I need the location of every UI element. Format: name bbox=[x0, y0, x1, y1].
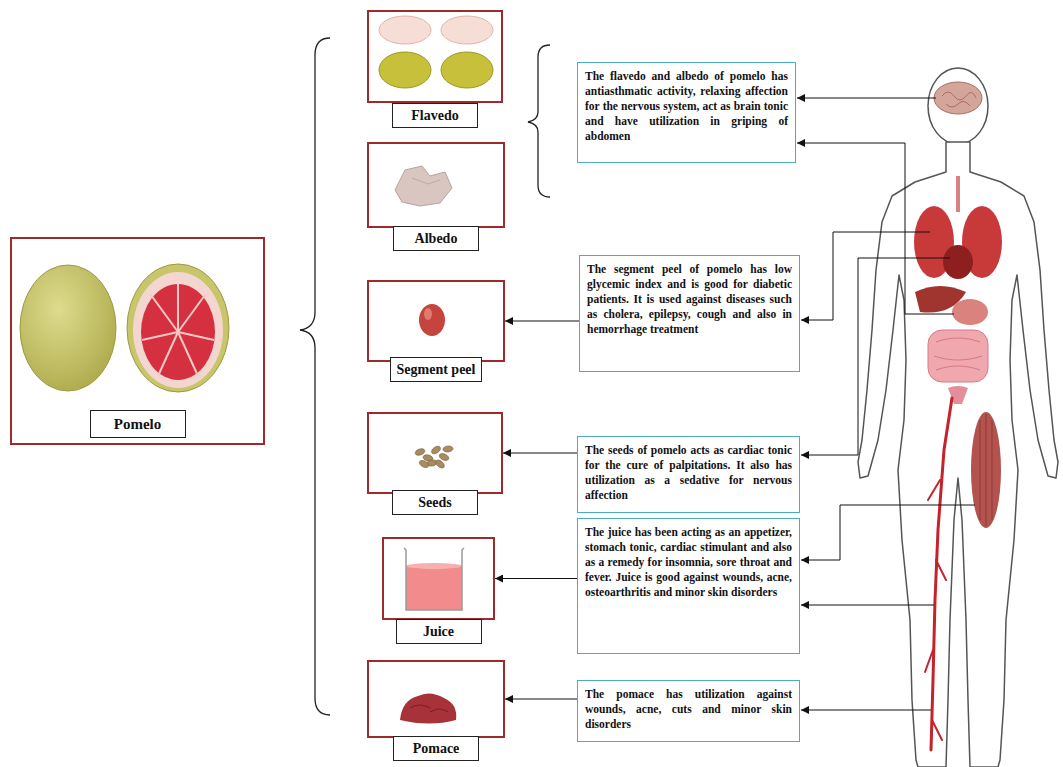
description-text: The flavedo and albedo of pomelo has ant… bbox=[585, 69, 788, 144]
pomelo-photo bbox=[178, 332, 214, 340]
seeds-photo bbox=[414, 445, 453, 470]
connector-arrow bbox=[505, 321, 579, 322]
thigh-muscle bbox=[971, 412, 1001, 528]
intestines bbox=[928, 330, 988, 382]
albedo-photo bbox=[395, 166, 452, 206]
pomace-photo bbox=[400, 693, 456, 723]
flavedo-photo bbox=[379, 52, 431, 88]
leader-line bbox=[797, 98, 975, 710]
pomelo-photo bbox=[133, 272, 223, 388]
seeds-photo bbox=[434, 458, 446, 469]
flavedo-photo bbox=[441, 52, 493, 88]
pomelo-photo bbox=[178, 332, 198, 376]
part-label: Segment peel bbox=[390, 357, 483, 382]
thigh-muscle bbox=[971, 412, 1001, 528]
connector-arrow bbox=[503, 453, 577, 454]
heart bbox=[943, 245, 973, 279]
description-box: The flavedo and albedo of pomelo has ant… bbox=[577, 62, 796, 163]
connector-arrow bbox=[495, 578, 577, 579]
flavedo-photo bbox=[441, 16, 493, 44]
description-box: The seeds of pomelo acts as cardiac toni… bbox=[577, 436, 800, 513]
part-label: Albedo bbox=[393, 226, 479, 251]
part-label: Pomelo bbox=[90, 410, 186, 438]
part-label: Juice bbox=[396, 619, 482, 644]
pomelo-photo bbox=[142, 332, 178, 340]
pomelo-photo bbox=[141, 284, 215, 380]
photo-frame: Pomelo bbox=[10, 237, 265, 445]
juice-photo bbox=[404, 548, 464, 610]
leader-line bbox=[801, 258, 950, 455]
description-text: The pomace has utilization against wound… bbox=[585, 687, 792, 732]
description-text: The seeds of pomelo acts as cardiac toni… bbox=[585, 443, 792, 503]
intestines bbox=[934, 338, 982, 370]
seeds-photo bbox=[443, 446, 453, 453]
lungs bbox=[956, 176, 960, 212]
part-label: Flavedo bbox=[392, 103, 478, 128]
brain bbox=[942, 92, 976, 107]
thigh-muscle bbox=[980, 414, 992, 526]
brain bbox=[934, 82, 982, 114]
human-body bbox=[928, 68, 988, 144]
description-text: The juice has been acting as an appetize… bbox=[585, 525, 792, 600]
photo-frame: Seeds bbox=[367, 412, 503, 494]
curly-bracket bbox=[300, 38, 330, 715]
segment-peel-photo bbox=[424, 308, 432, 320]
photo-frame: Albedo bbox=[367, 142, 505, 228]
brain bbox=[934, 82, 982, 114]
human-body bbox=[858, 68, 1058, 767]
leader-line bbox=[801, 505, 975, 560]
albedo-photo bbox=[395, 166, 452, 206]
part-label: Pomace bbox=[393, 736, 479, 761]
flavedo-photo bbox=[379, 16, 431, 44]
leader-line bbox=[797, 98, 936, 99]
leader-line bbox=[797, 143, 954, 314]
intestines bbox=[928, 330, 988, 382]
photo-frame: Flavedo bbox=[367, 10, 503, 103]
blood-vessels bbox=[925, 398, 952, 750]
blood-vessels bbox=[931, 398, 952, 750]
part-label: Seeds bbox=[392, 490, 478, 515]
photo-frame: Pomace bbox=[367, 660, 505, 738]
seeds-photo bbox=[418, 459, 430, 469]
lungs bbox=[914, 176, 1002, 278]
pomelo-photo bbox=[178, 295, 205, 332]
pomace-photo bbox=[400, 693, 456, 723]
description-box: The juice has been acting as an appetize… bbox=[577, 518, 800, 654]
juice-photo bbox=[406, 566, 462, 610]
description-text: The segment peel of pomelo has low glyce… bbox=[587, 262, 792, 337]
pomelo-photo bbox=[127, 264, 229, 392]
juice-photo bbox=[406, 563, 462, 569]
description-box: The pomace has utilization against wound… bbox=[577, 680, 800, 742]
stomach bbox=[952, 299, 988, 325]
leader-line bbox=[801, 232, 930, 320]
connector-arrow bbox=[505, 699, 577, 700]
description-box: The segment peel of pomelo has low glyce… bbox=[579, 255, 800, 372]
pomelo-photo bbox=[20, 265, 116, 391]
flavedo-photo bbox=[379, 16, 493, 88]
curly-bracket bbox=[300, 38, 330, 715]
stomach bbox=[952, 299, 988, 325]
pomelo-photo bbox=[151, 295, 178, 332]
albedo-photo bbox=[412, 178, 440, 184]
segment-peel-photo bbox=[419, 304, 445, 336]
pomelo-photo bbox=[20, 264, 229, 392]
juice-photo bbox=[404, 548, 464, 610]
pomelo-photo bbox=[158, 332, 178, 376]
leader-line bbox=[801, 710, 931, 711]
photo-frame: Segment peel bbox=[367, 280, 505, 362]
curly-bracket bbox=[528, 45, 550, 197]
pomelo-photo bbox=[177, 284, 179, 332]
pomace-photo bbox=[410, 705, 448, 712]
heart bbox=[943, 245, 973, 279]
pomelo-photo bbox=[142, 284, 214, 376]
human-body bbox=[858, 142, 1058, 767]
segment-peel-photo bbox=[419, 304, 445, 336]
blood-vessels bbox=[925, 480, 946, 740]
photo-frame: Juice bbox=[382, 537, 495, 620]
curly-bracket bbox=[528, 45, 550, 197]
leader-line bbox=[801, 605, 934, 606]
